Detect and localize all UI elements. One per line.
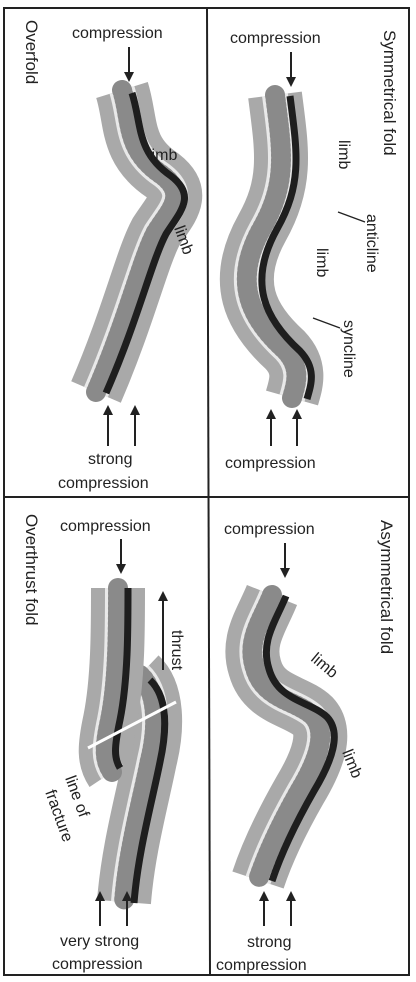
overthrust-top-compression-label: compression	[60, 518, 151, 535]
asymmetrical-compression-label: compression	[216, 957, 307, 974]
overfold-compression-label: compression	[58, 475, 149, 492]
overthrust-upper-block	[106, 588, 128, 772]
overfold-top-compression-label: compression	[72, 25, 163, 42]
anticline-label: anticline	[363, 214, 380, 273]
asymmetrical-top-compression-label: compression	[224, 521, 315, 538]
overthrust-very-strong-label: very strong	[60, 933, 139, 950]
overfold-title: Overfold	[22, 20, 41, 84]
asymmetrical-fold-title: Asymmetrical fold	[377, 520, 396, 654]
symmetrical-limb-upper-label: limb	[335, 140, 352, 169]
symmetrical-top-compression-label: compression	[230, 30, 321, 47]
syncline-label: syncline	[340, 320, 357, 378]
symmetrical-bottom-compression-label: compression	[225, 455, 316, 472]
overthrust-fold-title: Overthrust fold	[22, 514, 41, 626]
thrust-label: thrust	[168, 630, 185, 671]
symmetrical-fold-title: Symmetrical fold	[380, 30, 399, 156]
overfold-strong-label: strong	[88, 451, 132, 468]
symmetrical-limb-lower-label: limb	[313, 248, 330, 277]
overthrust-compression-label: compression	[52, 956, 143, 973]
asymmetrical-strong-label: strong	[247, 934, 291, 951]
overfold-limb-upper-label: limb	[148, 147, 177, 164]
